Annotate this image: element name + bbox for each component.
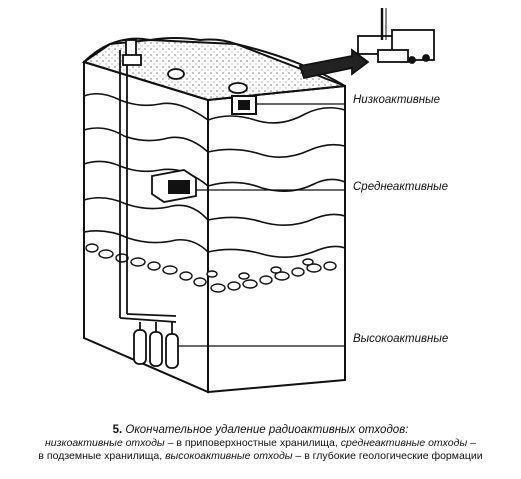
label-intermediate-level-waste: Среднеактивные [352, 181, 450, 193]
high-level-repository [133, 322, 346, 369]
waste-transport-arrow-icon [298, 8, 435, 80]
caption-title-line: 5. Окончательное удаление радиоактивных … [0, 424, 521, 437]
caption-intermediate-level-destination: в подземные хранилища, [38, 450, 166, 462]
caption-low-level-term: низкоактивные отходы [45, 437, 165, 449]
low-level-repository [231, 95, 346, 115]
strata-right [207, 106, 346, 258]
surface-terrain-edge [83, 37, 346, 87]
gravel-layer [85, 243, 337, 293]
intermediate-level-repository [151, 169, 346, 203]
caption-intermediate-level-term: среднеактивные отходы [340, 437, 468, 449]
label-low-level-waste: Низкоактивные [352, 94, 441, 106]
surface-structures [122, 39, 248, 94]
geological-disposal-diagram [81, 8, 435, 394]
caption-high-level-term: высокоактивные отходы [165, 450, 293, 462]
caption-line-2: низкоактивные отходы – в приповерхностны… [0, 437, 521, 450]
caption-number: 5. [112, 424, 123, 436]
caption-title: Окончательное удаление радиоактивных отх… [125, 424, 409, 436]
figure-caption: 5. Окончательное удаление радиоактивных … [0, 424, 521, 463]
caption-low-level-destination: – в приповерхностные хранилища, [164, 437, 341, 449]
caption-dash: – [467, 437, 476, 449]
caption-high-level-destination: – в глубокие геологические формации [292, 450, 483, 462]
label-high-level-waste: Высокоактивные [352, 333, 450, 345]
access-shaft [119, 50, 177, 323]
caption-line-3: в подземные хранилища, высокоактивные от… [0, 450, 521, 463]
